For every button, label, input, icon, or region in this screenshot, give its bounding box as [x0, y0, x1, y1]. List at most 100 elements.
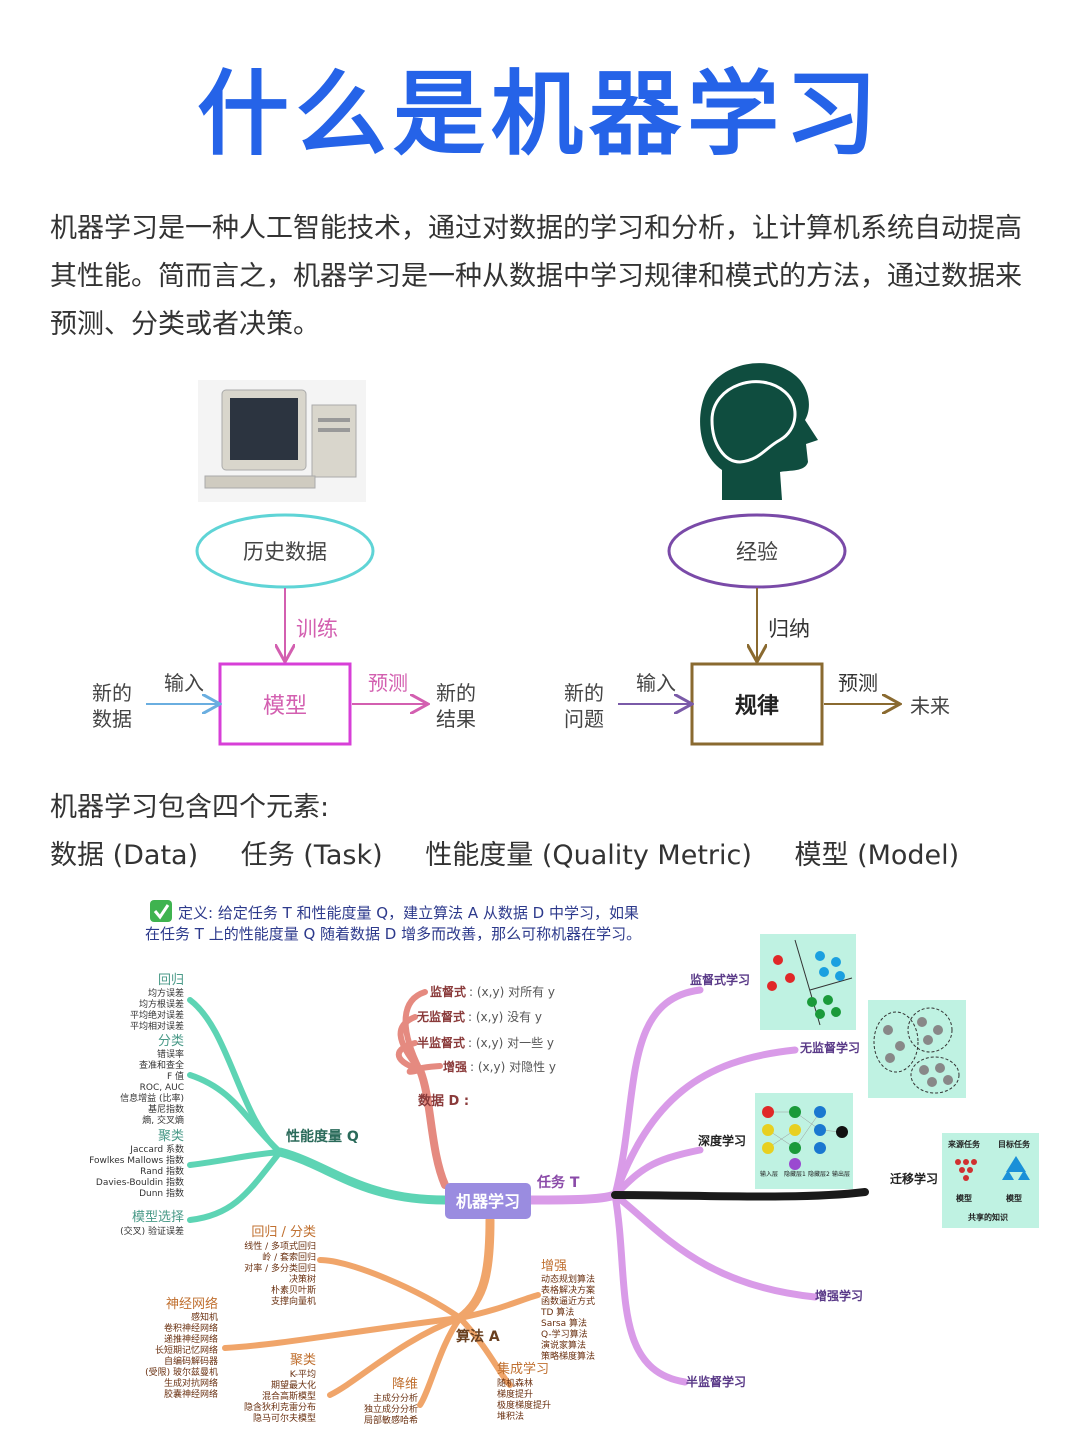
model-label: 模型 — [263, 694, 307, 719]
rule-box — [690, 662, 824, 746]
svg-text:平均相对误差: 平均相对误差 — [130, 1020, 184, 1032]
svg-text:模型选择: 模型选择 — [132, 1210, 184, 1225]
svg-text:动态规划算法: 动态规划算法 — [541, 1273, 595, 1285]
svg-text:K-平均: K-平均 — [290, 1368, 316, 1380]
algo-label: 算法 A — [456, 1328, 500, 1345]
svg-text:(受限) 玻尔兹曼机: (受限) 玻尔兹曼机 — [145, 1366, 218, 1378]
supervised-illustration — [760, 934, 856, 1030]
task-semi-supervised: 半监督学习 — [686, 1374, 746, 1389]
svg-text:分类: 分类 — [158, 1034, 184, 1049]
svg-text:隐马可尔夫模型: 隐马可尔夫模型 — [253, 1412, 316, 1424]
metric-group-model-selection: 模型选择 (交叉) 验证误差 — [120, 1210, 184, 1237]
svg-text:集成学习: 集成学习 — [497, 1361, 549, 1377]
svg-text:增强: 增强 — [541, 1259, 567, 1274]
svg-text:Dunn 指数: Dunn 指数 — [139, 1187, 184, 1199]
unsupervised-illustration — [868, 1000, 966, 1098]
svg-text:决策树: 决策树 — [289, 1273, 316, 1285]
svg-text:回归 / 分类: 回归 / 分类 — [251, 1225, 316, 1240]
svg-text:Fowlkes Mallows 指数: Fowlkes Mallows 指数 — [89, 1154, 184, 1166]
svg-text:TD 算法: TD 算法 — [540, 1306, 574, 1318]
svg-text:Sarsa 算法: Sarsa 算法 — [541, 1317, 587, 1329]
svg-text:对率 / 多分类回归: 对率 / 多分类回归 — [244, 1262, 316, 1274]
svg-text:降维: 降维 — [392, 1377, 418, 1392]
algo-group-regression: 回归 / 分类 线性 / 多项式回归 岭 / 套索回归 对率 / 多分类回归 决… — [244, 1225, 316, 1307]
svg-text:回归: 回归 — [158, 973, 184, 988]
model-box — [218, 662, 352, 746]
metric-group-clustering: 聚类 Jaccard 系数 Fowlkes Mallows 指数 Rand 指数… — [89, 1129, 184, 1199]
metric-label: 性能度量 Q — [286, 1128, 359, 1145]
svg-text:函数逼近方式: 函数逼近方式 — [541, 1295, 595, 1307]
svg-text:模型: 模型 — [1006, 1193, 1022, 1203]
svg-text:模型: 模型 — [956, 1193, 972, 1203]
svg-text:(交叉) 验证误差: (交叉) 验证误差 — [120, 1225, 184, 1237]
task-deep-learning: 深度学习 — [698, 1133, 746, 1148]
svg-text:主成分分析: 主成分分析 — [373, 1392, 418, 1404]
svg-text:聚类: 聚类 — [290, 1353, 316, 1368]
definition-line2: 在任务 T 上的性能度量 Q 随着数据 D 增多而改善，那么可称机器在学习。 — [145, 925, 641, 943]
svg-text:Jaccard 系数: Jaccard 系数 — [129, 1143, 184, 1155]
svg-text:信息增益 (比率): 信息增益 (比率) — [120, 1092, 184, 1104]
svg-text:隐含狄利克雷分布: 隐含狄利克雷分布 — [244, 1401, 316, 1413]
svg-text:无监督式: (x,y) 没有 y: 无监督式: (x,y) 没有 y — [416, 1009, 542, 1024]
new-result-line1: 新的 — [436, 681, 476, 705]
metric-group-regression: 回归 均方误差 均方根误差 平均绝对误差 平均相对误差 — [130, 973, 184, 1032]
page-title: 什么是机器学习 — [196, 61, 883, 168]
svg-text:查准和查全: 查准和查全 — [139, 1059, 184, 1071]
task-label: 任务 T — [536, 1174, 580, 1191]
algo-group-clustering: 聚类 K-平均 期望最大化 混合高斯模型 隐含狄利克雷分布 隐马可尔夫模型 — [244, 1353, 316, 1424]
svg-text:均方根误差: 均方根误差 — [139, 998, 184, 1010]
mindmap-center-box — [445, 1183, 531, 1219]
elements-heading: 机器学习包含四个元素: — [50, 792, 330, 823]
check-icon — [150, 900, 172, 922]
task-reinforcement: 增强学习 — [815, 1288, 863, 1303]
svg-text:演说家算法: 演说家算法 — [541, 1339, 586, 1351]
svg-text:线性 / 多项式回归: 线性 / 多项式回归 — [244, 1240, 316, 1252]
svg-text:熵, 交叉熵: 熵, 交叉熵 — [142, 1114, 184, 1126]
future-label: 未来 — [910, 694, 950, 718]
algo-group-dim-reduction: 降维 主成分分析 独立成分分析 局部敏感哈希 — [364, 1377, 418, 1426]
svg-text:神经网络: 神经网络 — [166, 1296, 218, 1312]
transfer-illustration: 来源任务 目标任务 模型 模型 共享的知识 — [942, 1133, 1039, 1228]
mindmap-center-label: 机器学习 — [456, 1192, 520, 1211]
train-label: 训练 — [296, 617, 338, 641]
task-transfer: 迁移学习 — [890, 1171, 938, 1186]
svg-text:极度梯度提升: 极度梯度提升 — [497, 1399, 551, 1411]
new-data-line2: 数据 — [92, 707, 132, 731]
svg-text:监督式: (x,y) 对所有 y: 监督式: (x,y) 对所有 y — [430, 984, 555, 999]
svg-text:输出层: 输出层 — [832, 1170, 850, 1178]
element-task: 任务 (Task) — [240, 840, 383, 871]
neural-network-illustration: 输入层 隐藏层1 隐藏层2 输出层 — [755, 1093, 853, 1189]
new-problem-line2: 问题 — [564, 707, 604, 731]
svg-text:朴素贝叶斯: 朴素贝叶斯 — [271, 1284, 316, 1296]
svg-text:递推神经网络: 递推神经网络 — [164, 1333, 218, 1345]
experience-ellipse — [667, 513, 847, 589]
svg-text:表格解决方案: 表格解决方案 — [541, 1284, 595, 1296]
svg-text:独立成分分析: 独立成分分析 — [364, 1403, 418, 1415]
svg-text:F 值: F 值 — [167, 1070, 184, 1082]
data-label: 数据 D : — [418, 1093, 469, 1109]
svg-text:混合高斯模型: 混合高斯模型 — [262, 1390, 316, 1402]
svg-text:感知机: 感知机 — [191, 1311, 218, 1323]
svg-text:梯度提升: 梯度提升 — [497, 1388, 533, 1400]
svg-text:聚类: 聚类 — [158, 1129, 184, 1144]
svg-text:策略梯度算法: 策略梯度算法 — [541, 1350, 595, 1362]
head-icon — [700, 363, 818, 500]
svg-text:基尼指数: 基尼指数 — [148, 1103, 184, 1115]
predict-label-right: 预测 — [838, 671, 878, 695]
input-label-right: 输入 — [636, 671, 676, 695]
svg-text:Q-学习算法: Q-学习算法 — [541, 1328, 588, 1340]
svg-text:局部敏感哈希: 局部敏感哈希 — [364, 1414, 418, 1426]
intro-paragraph: 机器学习是一种人工智能技术，通过对数据的学习和分析，让计算机系统自动提高其性能。… — [50, 213, 1022, 340]
svg-text:Rand 指数: Rand 指数 — [140, 1165, 184, 1177]
svg-text:ROC, AUC: ROC, AUC — [140, 1083, 184, 1093]
element-metric: 性能度量 (Quality Metric) — [425, 840, 752, 871]
elements-row: 数据 (Data) 任务 (Task) 性能度量 (Quality Metric… — [50, 833, 993, 872]
history-data-ellipse — [195, 513, 375, 589]
predict-label-left: 预测 — [368, 671, 408, 695]
input-label-left: 输入 — [164, 671, 204, 695]
svg-text:生成对抗网络: 生成对抗网络 — [164, 1377, 218, 1389]
svg-text:堆积法: 堆积法 — [497, 1410, 524, 1422]
experience-label: 经验 — [736, 540, 778, 564]
svg-text:期望最大化: 期望最大化 — [271, 1379, 316, 1391]
svg-text:半监督式: (x,y) 对一些 y: 半监督式: (x,y) 对一些 y — [417, 1035, 554, 1050]
